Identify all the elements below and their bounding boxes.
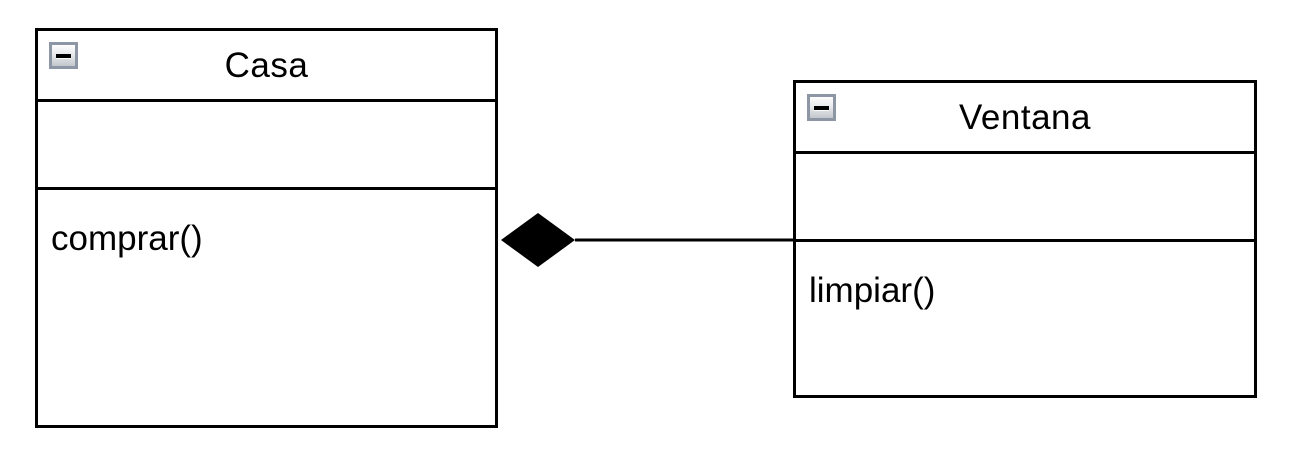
class-title: Ventana (959, 97, 1091, 137)
collapse-button[interactable] (49, 42, 78, 69)
attributes-compartment[interactable] (38, 99, 495, 187)
composition-diamond-icon (501, 213, 575, 267)
minus-icon (814, 105, 829, 110)
attributes-compartment[interactable] (796, 151, 1254, 239)
class-title: Casa (224, 45, 309, 85)
methods-compartment[interactable]: limpiar() (796, 239, 1254, 395)
composition-connector[interactable] (496, 208, 798, 272)
method-label: limpiar() (809, 271, 936, 310)
collapse-button[interactable] (807, 94, 836, 121)
class-header-casa: Casa (38, 31, 495, 99)
class-shape-ventana[interactable]: Ventana limpiar() (793, 80, 1257, 398)
method-label: comprar() (51, 219, 203, 258)
class-shape-casa[interactable]: Casa comprar() (35, 28, 498, 428)
class-header-ventana: Ventana (796, 83, 1254, 151)
minus-icon (56, 53, 71, 58)
methods-compartment[interactable]: comprar() (38, 187, 495, 425)
